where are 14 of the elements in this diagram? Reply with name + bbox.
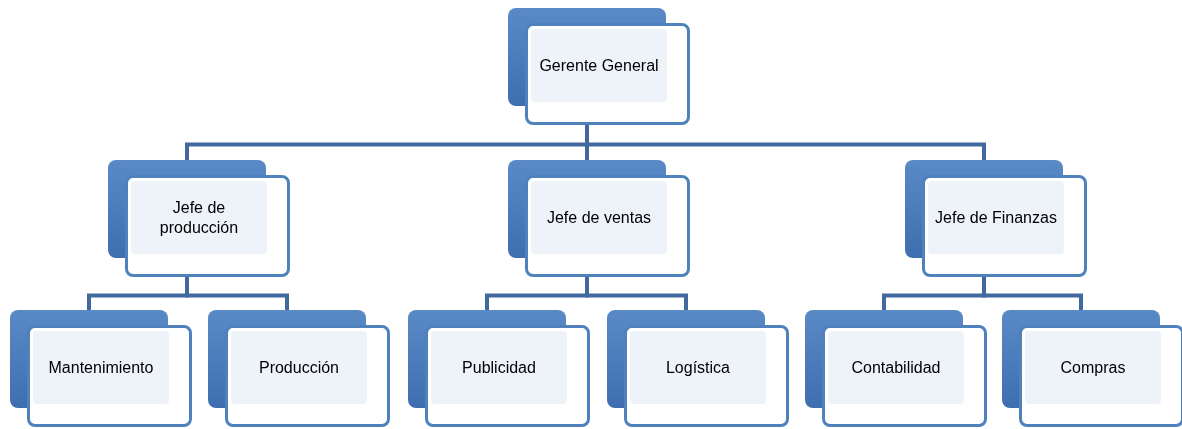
connector-line — [585, 125, 986, 160]
card-title: Jefe de producción — [158, 197, 240, 238]
connector-line — [982, 277, 1083, 310]
card-title: Logística — [665, 357, 730, 378]
card-title: Jefe de Finanzas — [935, 207, 1057, 228]
card-title: Compras — [1060, 357, 1126, 378]
card-title: Gerente General — [539, 55, 659, 76]
card-title: Publicidad — [462, 357, 536, 378]
card-title: Jefe de ventas — [546, 207, 652, 228]
card-title: Producción — [258, 357, 339, 378]
card-title: Mantenimiento — [48, 357, 154, 378]
connector-line — [185, 277, 289, 310]
card-title: Contabilidad — [851, 357, 941, 378]
connector-line — [585, 277, 688, 310]
